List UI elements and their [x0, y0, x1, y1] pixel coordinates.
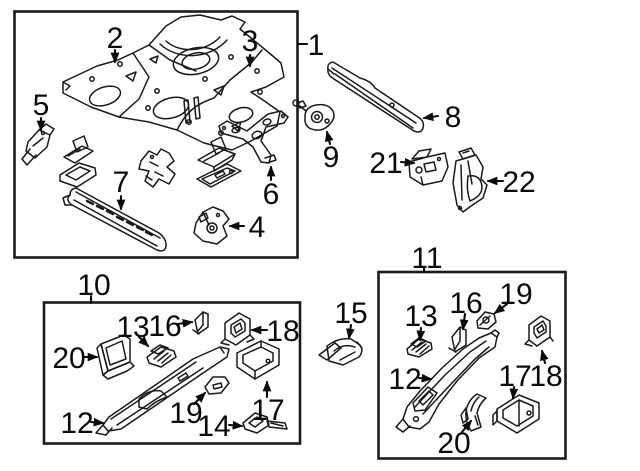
callout-13-left[interactable]: 13	[116, 311, 149, 344]
part-crossmember-7	[62, 187, 167, 252]
callout-22[interactable]: 22	[502, 166, 535, 199]
left-assembly-box	[42, 301, 302, 445]
callout-9-arrow	[324, 130, 334, 146]
part-plate-19-left	[204, 376, 230, 395]
callout-21[interactable]: 21	[369, 147, 402, 180]
callout-13-right-arrow	[416, 326, 426, 342]
part-rail-12-left	[95, 346, 230, 436]
part-bracket-20-left	[96, 334, 135, 380]
callout-18-right-arrow	[539, 349, 549, 365]
part-bracket-22	[452, 147, 488, 213]
part-bracket-20-right	[460, 393, 487, 432]
callout-18-right[interactable]: 18	[529, 360, 562, 393]
part-grommet-9	[292, 99, 335, 131]
callout-1[interactable]: 1	[308, 29, 325, 62]
callout-15-arrow	[346, 323, 355, 340]
part-bracket-21	[408, 148, 449, 186]
callout-7[interactable]: 7	[113, 166, 130, 199]
callout-17-right[interactable]: 17	[498, 360, 531, 393]
callout-13-left-arrow	[137, 335, 150, 348]
part-frame-18-right	[524, 315, 554, 347]
callout-4[interactable]: 4	[249, 211, 266, 244]
right-assembly-box	[377, 270, 567, 460]
callout-19-left[interactable]: 19	[169, 397, 202, 430]
callout-3[interactable]: 3	[242, 25, 259, 58]
part-box-17-right	[492, 394, 540, 434]
callout-16-right-arrow	[459, 312, 469, 331]
part-bracket-4	[193, 206, 230, 245]
callout-17-right-arrow	[509, 385, 519, 400]
part-bracket-16-left	[192, 311, 209, 335]
callout-20-right-arrow	[460, 419, 473, 434]
callout-2[interactable]: 2	[107, 22, 124, 55]
callout-18-left[interactable]: 18	[266, 315, 299, 348]
callout-5[interactable]: 5	[33, 89, 50, 122]
part-rail-12-right	[395, 329, 500, 433]
callout-16-left[interactable]: 16	[148, 310, 181, 343]
main-assembly-box	[13, 10, 299, 259]
part-floor-pan	[62, 14, 285, 151]
part-bracket-5	[21, 123, 55, 166]
part-bracket-15	[318, 337, 363, 366]
callout-17-left[interactable]: 17	[251, 394, 284, 427]
part-clip-13-left	[146, 344, 177, 368]
part-rail-8	[327, 61, 425, 133]
callout-20-right[interactable]: 20	[437, 427, 470, 460]
part-brace-6	[218, 110, 289, 164]
callout-12-left[interactable]: 12	[60, 407, 93, 440]
callout-21-arrow	[399, 157, 416, 167]
part-plate-19-right	[476, 311, 497, 330]
callout-15[interactable]: 15	[334, 297, 367, 330]
part-pad	[59, 162, 97, 188]
part-center-bracket	[138, 148, 176, 188]
part-bracket-14	[242, 412, 288, 434]
part-box-17-left	[236, 340, 280, 380]
callout-12-right-arrow	[417, 373, 433, 383]
callout-20-left[interactable]: 20	[52, 342, 85, 375]
part-plate	[196, 163, 242, 188]
callout-19-right[interactable]: 19	[499, 278, 532, 311]
callout-9[interactable]: 9	[323, 141, 340, 174]
callout-16-left-arrow	[176, 318, 194, 328]
callout-14-arrow	[227, 420, 244, 430]
callout-8[interactable]: 8	[445, 101, 462, 134]
part-bracket-16-right	[448, 326, 467, 353]
callout-13-right[interactable]: 13	[404, 300, 437, 333]
callout-6[interactable]: 6	[263, 178, 280, 211]
callout-14[interactable]: 14	[197, 410, 230, 443]
part-hat-bracket	[197, 136, 236, 172]
part-small-bracket	[63, 135, 94, 164]
callout-19-left-arrow	[192, 391, 207, 406]
callout-11[interactable]: 11	[411, 242, 442, 275]
part-frame-18-left	[220, 312, 255, 346]
callout-12-left-arrow	[89, 417, 105, 427]
callout-16-right[interactable]: 16	[449, 287, 482, 320]
callout-19-right-arrow	[493, 302, 509, 315]
callout-10[interactable]: 10	[77, 269, 110, 302]
callout-8-arrow	[422, 112, 440, 122]
callout-12-right[interactable]: 12	[388, 363, 421, 396]
